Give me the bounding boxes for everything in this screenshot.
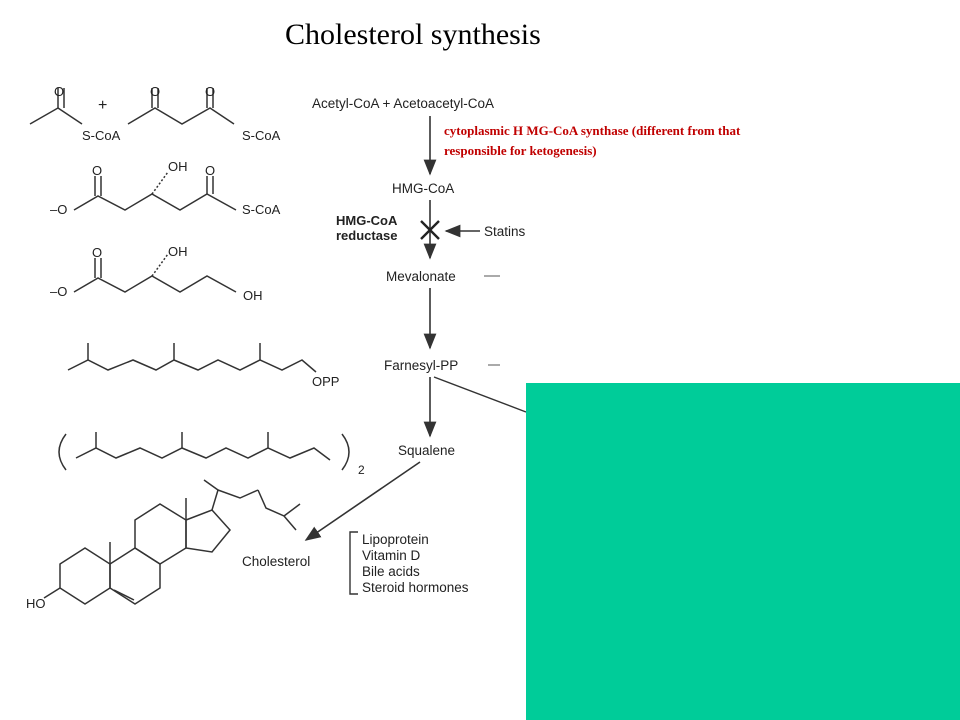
branch-line	[433, 376, 527, 413]
opp-label: OPP	[312, 374, 339, 389]
structure-mevalonate	[73, 253, 237, 293]
hmg-coa-reductase-label: HMG-CoA	[336, 213, 398, 228]
product-item: Vitamin D	[362, 548, 421, 563]
structure-squalene-half	[58, 432, 350, 471]
farnesyl-pp-label: Farnesyl-PP	[384, 358, 458, 373]
statins-label: Statins	[484, 224, 526, 239]
s-coa-label: S-CoA	[242, 128, 281, 143]
s-coa-label: S-CoA	[82, 128, 121, 143]
oh-label: OH	[168, 244, 188, 259]
products-bracket	[349, 531, 358, 595]
s-coa-label: S-CoA	[242, 202, 281, 217]
synthase-note-line: responsible for ketogenesis)	[444, 143, 597, 158]
oh-label: OH	[168, 159, 188, 174]
ho-label: HO	[26, 596, 46, 611]
structure-oxygen-label: O	[54, 84, 64, 99]
synthase-note-line: cytoplasmic H MG-CoA synthase (different…	[444, 123, 741, 138]
o-minus-label: –O	[50, 202, 67, 217]
structure-oxygen-label: O	[92, 163, 102, 178]
product-item: Lipoprotein	[362, 532, 429, 547]
structure-oxygen-label: O	[92, 245, 102, 260]
structure-oxygen-label: O	[205, 163, 215, 178]
structure-farnesyl-pp	[67, 343, 317, 373]
green-overlay-box	[526, 383, 960, 720]
product-item: Bile acids	[362, 564, 420, 579]
product-item: Steroid hormones	[362, 580, 469, 595]
pathway-arrow	[304, 461, 421, 541]
pathway-start-label: Acetyl-CoA + Acetoacetyl-CoA	[312, 96, 494, 111]
inhibition-cross-icon	[420, 220, 440, 240]
structure-hmg-coa	[73, 171, 237, 211]
cholesterol-label: Cholesterol	[242, 554, 310, 569]
mevalonate-label: Mevalonate	[386, 269, 456, 284]
hmg-coa-reductase-label: reductase	[336, 228, 397, 243]
subscript-two-label: 2	[358, 463, 365, 477]
oh-label: OH	[243, 288, 263, 303]
plus-sign: +	[98, 97, 107, 114]
structure-oxygen-label: O	[205, 84, 215, 99]
synthase-note: cytoplasmic H MG-CoA synthase (different…	[444, 121, 844, 161]
structure-cholesterol	[43, 479, 301, 605]
structure-oxygen-label: O	[150, 84, 160, 99]
squalene-label: Squalene	[398, 443, 455, 458]
o-minus-label: –O	[50, 284, 67, 299]
page-title: Cholesterol synthesis	[285, 18, 541, 51]
hmg-coa-label: HMG-CoA	[392, 181, 454, 196]
structure-acetyl-coa-plus-acetoacetyl-coa	[29, 88, 235, 125]
